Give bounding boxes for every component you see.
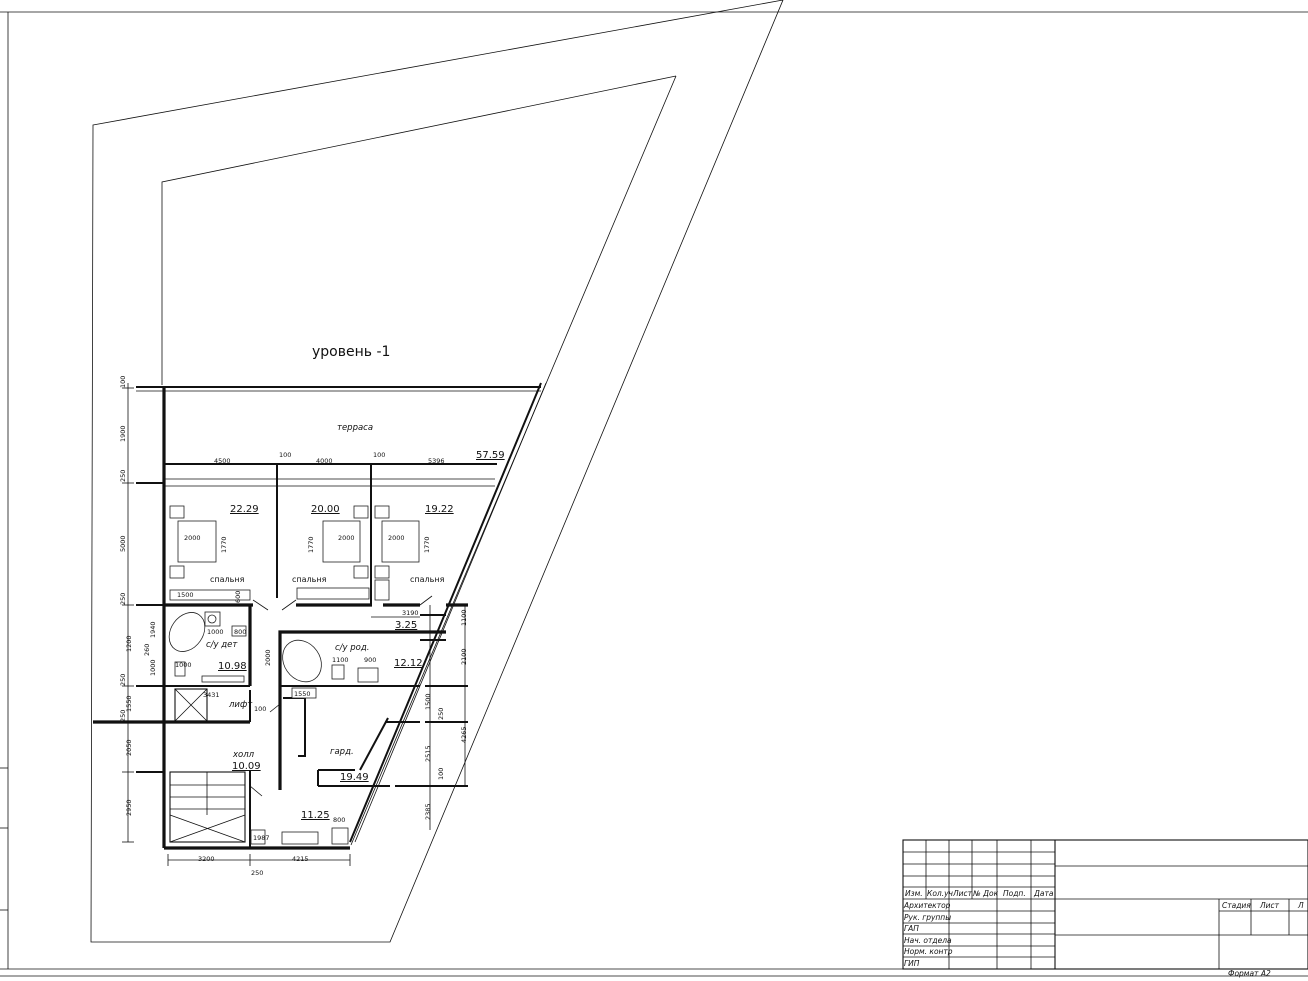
room-name-bath-parents: с/у род. (335, 643, 369, 653)
dim-corridor-width: 3190 (402, 609, 419, 617)
dim-kids-3: 1940 (149, 621, 157, 638)
room-name-bedroom1: спальня (210, 575, 245, 584)
tb-role-5: Норм. контр (904, 947, 953, 956)
room-name-bedroom3: спальня (410, 575, 445, 584)
dim-left-13: 2950 (125, 799, 133, 816)
tb-header-izm: Изм. (905, 889, 923, 898)
dim-parents-4: 1550 (294, 690, 311, 698)
kids-bathtub (168, 612, 206, 652)
dim-left-2: 1900 (119, 425, 127, 442)
level-title: уровень -1 (312, 344, 390, 360)
dim-kids-5: 800 (234, 628, 246, 636)
room-name-lift: лифт (228, 700, 253, 710)
tb-header-data: Дата (1033, 889, 1054, 898)
dim-top-1: 4500 (214, 457, 231, 465)
room-area-bedroom3: 19.22 (425, 504, 454, 515)
room-area-bath-kids: 10.98 (218, 661, 247, 672)
dim-right-3: 250 (437, 708, 445, 720)
dim-right-4: 4265 (460, 726, 468, 743)
room-name-terrace: терраса (337, 423, 373, 433)
dim-right-6: 100 (437, 768, 445, 780)
dim-left-6: 1200 (125, 635, 133, 652)
tb-role-4: Нач. отдела (904, 936, 952, 945)
dim-kids-1: 1500 (177, 591, 194, 599)
room-area-wardrobe: 19.49 (340, 772, 369, 783)
dimension-lines (122, 383, 497, 866)
room-area-bedroom2: 20.00 (311, 504, 340, 515)
dim-parents-3: 900 (364, 656, 376, 664)
room-labels: терраса 57.59 22.29 спальня 20.00 спальн… (206, 423, 505, 821)
dim-lift-width: 3431 (203, 691, 220, 699)
tb-header-list: Лист (952, 889, 973, 898)
dim-kids-2: 600 (234, 591, 242, 603)
bed-2 (322, 505, 369, 579)
title-block: Изм. Кол.уч Лист № Док Подп. Дата Архите… (902, 839, 1308, 970)
tb-role-2: Рук. группы (904, 913, 951, 922)
dim-left-12: 2050 (125, 739, 133, 756)
dim-right-2: 1500 (424, 693, 432, 710)
dim-top-5: 5396 (428, 457, 445, 465)
dim-left-3: 250 (119, 470, 127, 482)
dim-right-5: 2515 (424, 745, 432, 762)
dim-bed3-width: 1770 (423, 536, 431, 553)
dim-left-1: 100 (119, 376, 127, 388)
room-name-hall: холл (232, 750, 255, 760)
room-area-bedroom1: 22.29 (230, 504, 259, 515)
dim-right-7: 2385 (424, 803, 432, 820)
dim-parents-1: 2000 (264, 649, 272, 666)
room-name-bath-kids: с/у дет (206, 640, 238, 650)
dim-lift-side: 100 (254, 705, 266, 713)
dim-bed1-length: 2000 (184, 534, 201, 542)
dim-bed1-width: 1770 (220, 536, 228, 553)
room-area-terrace: 57.59 (476, 450, 505, 461)
tb-role-1: Архитектор (903, 901, 951, 910)
sheet-frame (0, 11, 1308, 977)
tb-header-koluch: Кол.уч (927, 889, 954, 898)
bed-1 (169, 505, 217, 579)
dim-top-2: 100 (279, 451, 291, 459)
room-area-bath-parents: 12.12 (394, 658, 423, 669)
room-area-hall: 10.09 (232, 761, 261, 772)
room-area-utility: 11.25 (301, 810, 330, 821)
dim-left-5: 250 (119, 593, 127, 605)
dim-top-3: 4000 (316, 457, 333, 465)
dim-left-9: 250 (119, 674, 127, 686)
tb-header-ndok: № Док (972, 889, 999, 898)
dim-left-8: 1000 (149, 659, 157, 676)
dim-corridor-side: 1100 (460, 609, 468, 626)
room-name-bedroom2: спальня (292, 575, 327, 584)
dim-top-4: 100 (373, 451, 385, 459)
dim-bed2-length: 2000 (338, 534, 355, 542)
dim-left-10: 1550 (125, 695, 133, 712)
dim-left-4: 5000 (119, 535, 127, 552)
dim-bottom-2: 4215 (292, 855, 309, 863)
dim-parents-2: 1100 (332, 656, 349, 664)
tb-sheets: Л (1297, 901, 1304, 910)
dim-utility-sink: 800 (333, 816, 345, 824)
tb-role-3: ГАП (904, 924, 919, 933)
washer-label: 1987 (253, 834, 270, 842)
room-area-corridor: 3.25 (395, 620, 417, 631)
dim-left-7: 260 (143, 644, 151, 656)
dim-kids-4: 1000 (207, 628, 224, 636)
dim-left-11: 250 (119, 710, 127, 722)
tb-role-6: ГИП (904, 959, 920, 968)
dim-bottom-3: 250 (251, 869, 263, 877)
tb-stage: Стадия (1222, 901, 1251, 910)
room-name-wardrobe: гард. (330, 747, 354, 757)
bed-3 (374, 505, 420, 579)
parents-bathtub (282, 639, 322, 683)
format-label: Формат А2 (1228, 969, 1271, 978)
dim-bottom-1: 3200 (198, 855, 215, 863)
site-outline (90, 0, 784, 943)
dim-bed2-width: 1770 (307, 536, 315, 553)
tb-sheet: Лист (1259, 901, 1280, 910)
tb-header-podp: Подп. (1003, 889, 1026, 898)
dim-right-1: 2100 (460, 648, 468, 665)
dimension-texts: 4500 100 4000 100 5396 2000 2000 2000 17… (119, 376, 468, 877)
washer (250, 829, 266, 845)
dim-bed3-length: 2000 (388, 534, 405, 542)
dim-kids-6: 1000 (175, 661, 192, 669)
